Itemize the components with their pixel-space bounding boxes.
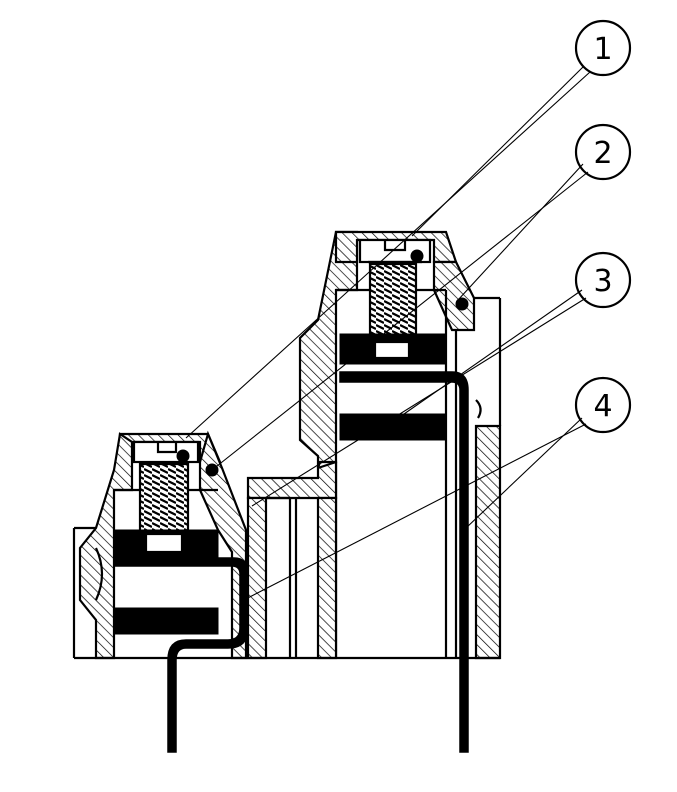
upper-ball-2 (455, 297, 469, 311)
lower-conductor-pin (113, 557, 249, 753)
leader-1b (185, 71, 591, 439)
upper-housing-right-shoulder (432, 260, 476, 332)
middle-wall-inner (316, 496, 338, 660)
leader-4b (239, 423, 587, 603)
callout-1-label: 1 (593, 32, 612, 67)
callout-3: 3 (574, 251, 632, 309)
leader-2a (457, 163, 584, 301)
upper-housing-left-wall (298, 230, 359, 469)
middle-wall (246, 460, 338, 660)
leader-3b (251, 297, 587, 507)
leader-2b (211, 171, 589, 471)
callout-2-label: 2 (593, 136, 612, 171)
lower-screw-tip (144, 532, 184, 554)
upper-housing-right-wall (474, 424, 502, 660)
middle-step-top (246, 460, 338, 500)
callout-3-label: 3 (593, 264, 612, 299)
lower-ball-1 (176, 449, 190, 463)
middle-wall-outer (246, 496, 268, 660)
upper-ball-1 (410, 249, 424, 263)
upper-screw-tip (373, 340, 411, 360)
callout-leaders (185, 65, 591, 603)
callout-1: 1 (574, 19, 632, 77)
lower-terminal (72, 430, 500, 753)
callout-2: 2 (574, 123, 632, 181)
upper-screw-thread (368, 262, 418, 344)
lower-clamp-bottom (113, 607, 219, 635)
callout-4: 4 (574, 376, 632, 434)
upper-conductor-pin (339, 371, 469, 753)
callout-4-label: 4 (593, 389, 612, 424)
